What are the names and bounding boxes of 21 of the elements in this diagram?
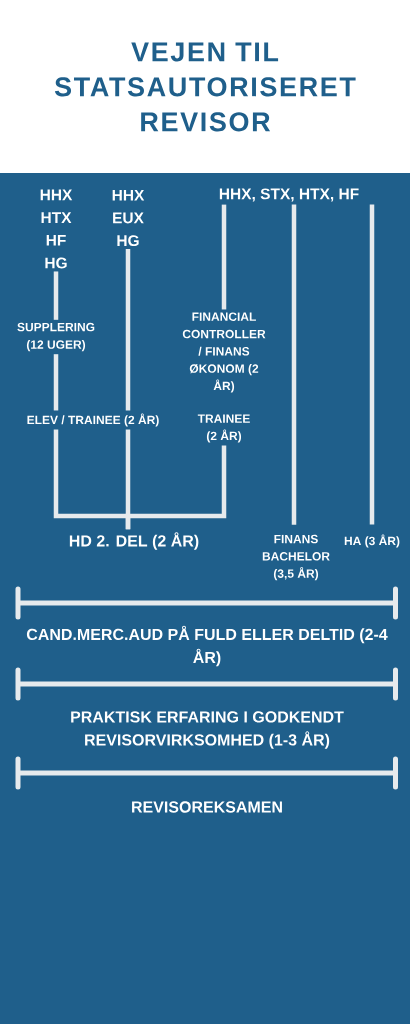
step-text: HD 2. DEL (2 ÅR) [69,532,199,550]
step-text: FINANS BACHELOR (3,5 ÅR) [262,534,330,581]
step-text: TRAINEE (2 ÅR) [197,414,250,443]
step-text: HHX HTX HF HG [40,189,73,269]
connector-line [369,204,375,525]
connector-line [125,249,131,411]
step-text: CAND.MERC.AUD PÅ FULD ELLER DELTID (2-4 ÅR) [26,625,388,667]
connector-line [291,204,297,525]
step-text: HHX EUX HG [112,189,145,247]
step-text: FINANCIAL CONTROLLER / FINANS ØKONOM (2 ÅR) [182,312,266,393]
step-text: REVISOREKSAMEN [132,801,282,813]
step-text: HHX, STX, HTX, HF [219,188,359,202]
connector-line [221,204,227,310]
step-text: HA (3 ÅR) [344,534,400,548]
step-text: PRAKTISK ERFARING I GODKENDT REVISORVIRKSOMHED (1-3 ÅR) [71,711,344,749]
connector-line [53,271,59,320]
connector-line [125,445,227,530]
title: VEJEN TIL STATSAUTORISERET REVISOR [54,42,356,132]
step-text: SUPPLERING (12 UGER) [17,322,95,352]
connector-line [53,354,59,411]
step-text: ELEV / TRAINEE (2 ÅR) [27,413,159,427]
